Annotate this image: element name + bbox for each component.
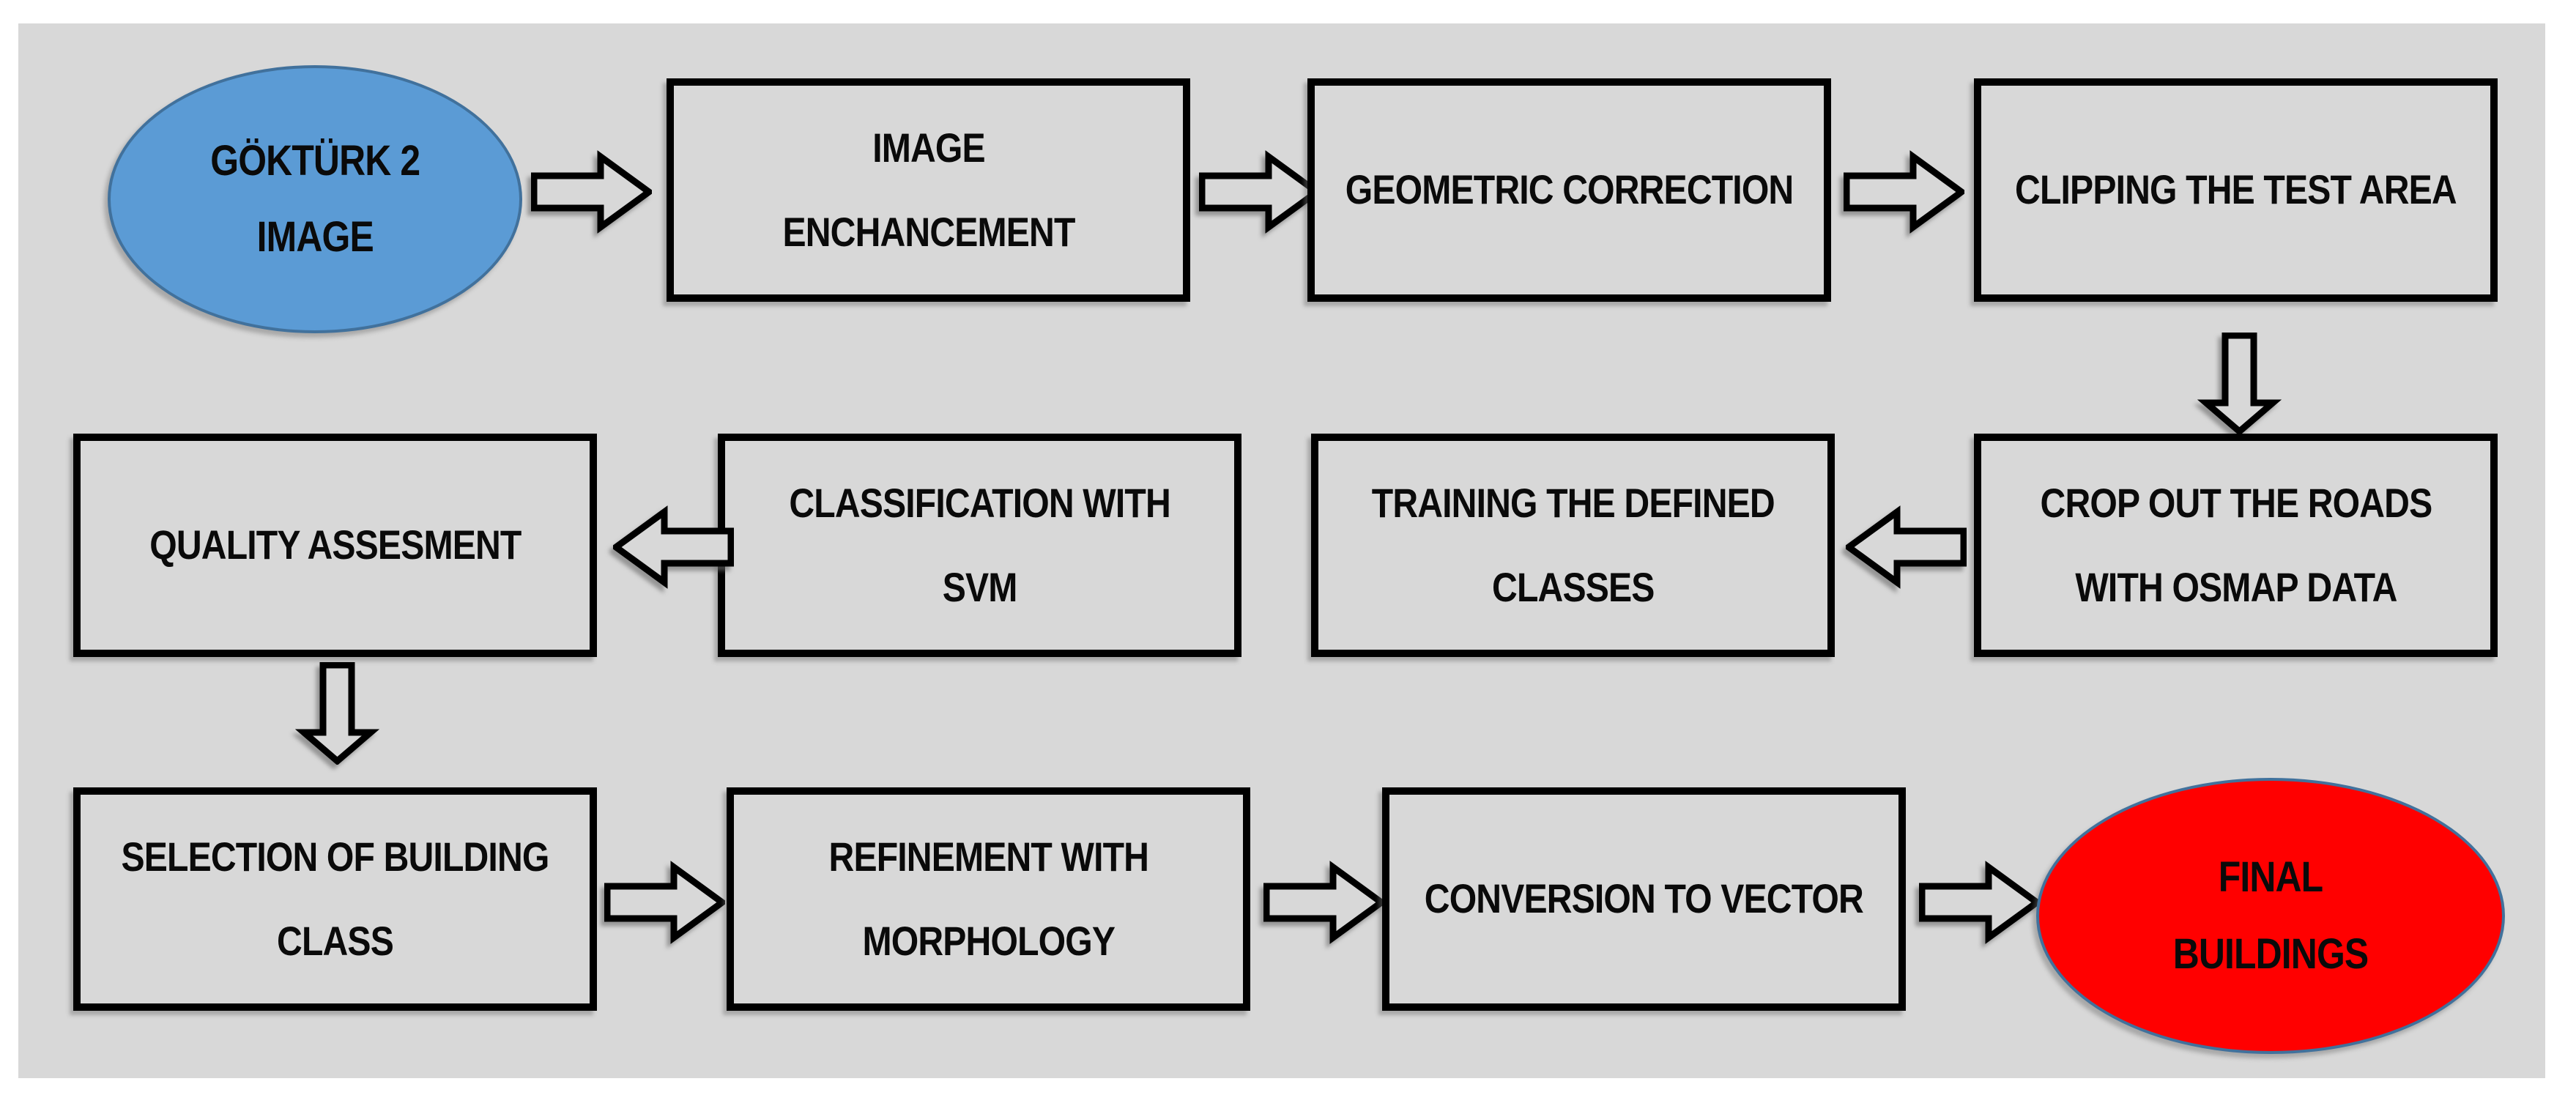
node-label: SELECTION OF BUILDING CLASS	[121, 833, 550, 964]
node-label: CLIPPING THE TEST AREA	[2015, 166, 2457, 213]
arrow-selection-to-refinement	[604, 858, 725, 946]
node-label: CLASSIFICATION WITH SVM	[789, 479, 1170, 610]
arrow-goturk2-to-enchancement	[531, 148, 652, 236]
end-ellipse-final-buildings: FINAL BUILDINGS	[2036, 778, 2505, 1054]
arrow-conversion-to-final	[1919, 858, 2040, 946]
diagram-canvas: GÖKTÜRK 2 IMAGE IMAGE ENCHANCEMENT GEOME…	[18, 23, 2545, 1078]
start-ellipse-goturk2-image: GÖKTÜRK 2 IMAGE	[108, 65, 522, 333]
node-label: IMAGE ENCHANCEMENT	[782, 124, 1075, 255]
process-box-clipping-the-test-area: CLIPPING THE TEST AREA	[1974, 78, 2498, 302]
process-box-quality-assesment: QUALITY ASSESMENT	[73, 434, 597, 657]
arrow-refinement-to-conversion	[1263, 858, 1384, 946]
arrow-crop-to-training	[1846, 503, 1967, 591]
block-arrow-left-icon	[613, 505, 734, 589]
node-label: QUALITY ASSESMENT	[149, 522, 521, 568]
arrow-classification-to-quality	[613, 503, 734, 591]
process-box-crop-out-roads-osmap: CROP OUT THE ROADS WITH OSMAP DATA	[1974, 434, 2498, 657]
process-box-selection-building-class: SELECTION OF BUILDING CLASS	[73, 787, 597, 1011]
block-arrow-down-icon	[295, 662, 379, 765]
block-arrow-right-icon	[1919, 861, 2040, 944]
process-box-training-defined-classes: TRAINING THE DEFINED CLASSES	[1311, 434, 1835, 657]
arrow-geometric-to-clipping	[1844, 148, 1964, 236]
arrow-clipping-to-crop	[2197, 333, 2282, 435]
block-arrow-right-icon	[1199, 150, 1320, 234]
node-label: TRAINING THE DEFINED CLASSES	[1371, 479, 1775, 610]
block-arrow-down-icon	[2197, 333, 2282, 435]
process-box-refinement-morphology: REFINEMENT WITH MORPHOLOGY	[727, 787, 1250, 1011]
process-box-classification-with-svm: CLASSIFICATION WITH SVM	[718, 434, 1241, 657]
node-label: CONVERSION TO VECTOR	[1424, 875, 1864, 922]
process-box-conversion-to-vector: CONVERSION TO VECTOR	[1382, 787, 1906, 1011]
node-label: REFINEMENT WITH MORPHOLOGY	[828, 833, 1148, 964]
block-arrow-right-icon	[531, 150, 652, 234]
node-label: GÖKTÜRK 2 IMAGE	[209, 136, 420, 261]
block-arrow-right-icon	[1844, 150, 1964, 234]
block-arrow-right-icon	[604, 861, 725, 944]
arrow-enchancement-to-geometric	[1199, 148, 1320, 236]
arrow-quality-to-selection	[295, 662, 379, 765]
block-arrow-right-icon	[1263, 861, 1384, 944]
node-label: FINAL BUILDINGS	[2172, 853, 2369, 978]
node-label: GEOMETRIC CORRECTION	[1345, 166, 1794, 213]
node-label: CROP OUT THE ROADS WITH OSMAP DATA	[2040, 479, 2432, 610]
block-arrow-left-icon	[1846, 505, 1967, 589]
process-box-geometric-correction: GEOMETRIC CORRECTION	[1307, 78, 1831, 302]
process-box-image-enchancement: IMAGE ENCHANCEMENT	[667, 78, 1190, 302]
